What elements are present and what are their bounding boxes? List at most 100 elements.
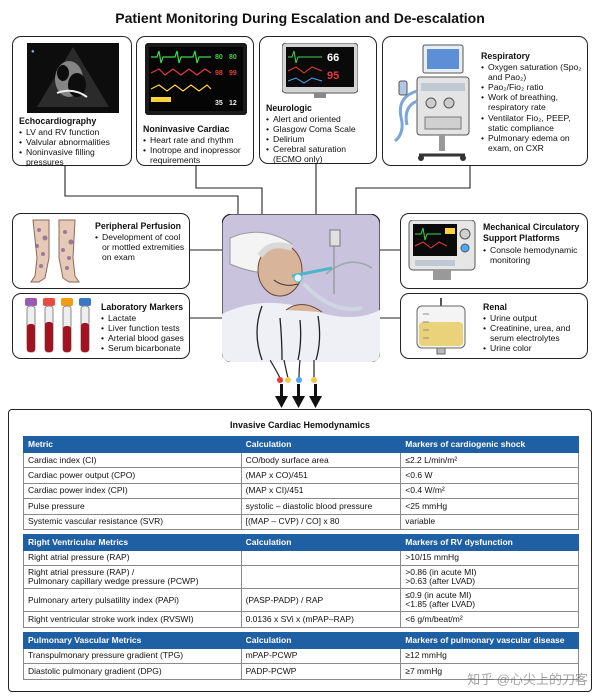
section-gap [23, 627, 579, 633]
monitor-value: 35 [215, 100, 223, 107]
monitor-value: 80 [215, 54, 223, 61]
catheter-lines [270, 360, 317, 383]
resp-item: Pulmonary edema on exam, on CXR [481, 133, 585, 153]
table-header-cell: Metric [23, 436, 242, 453]
table-cell: (MAP x CI)/451 [240, 482, 402, 500]
table-cell: [(MAP – CVP) / CO] x 80 [240, 513, 402, 530]
mcs-title-line2: Support Platforms [483, 233, 560, 244]
table-header-cell: Calculation [240, 436, 402, 453]
arrows [275, 384, 322, 408]
table-cell: <0.4 W/m² [400, 482, 579, 500]
table-cell: Diastolic pulmonary gradient (DPG) [23, 663, 242, 680]
table-cell: Transpulmonary pressure gradient (TPG) [23, 647, 242, 665]
noninvasive-title: Noninvasive Cardiac [143, 124, 230, 134]
mechanical-circulatory-support-card: Mechanical Circulatory Support Platforms… [400, 213, 588, 289]
blood-tubes-icon [25, 298, 91, 353]
monitor-value: 12 [229, 100, 237, 107]
ventilator-icon [393, 44, 470, 161]
monitor-value: 98 [215, 70, 223, 77]
neuro-monitor-icon: 66 95 [282, 43, 358, 98]
respiratory-card: Respiratory Oxygen saturation (Spo₂ and … [382, 36, 588, 166]
page-title: Patient Monitoring During Escalation and… [115, 10, 485, 26]
lab-item: Liver function tests [101, 323, 189, 333]
neuro-item: Alert and oriented [266, 114, 376, 124]
svg-text:●: ● [31, 49, 35, 55]
table-row: Right atrial pressure (RAP)>10/15 mmHg [23, 549, 579, 567]
table-header-cell: Pulmonary Vascular Metrics [23, 631, 242, 649]
table-row: Pulmonary artery pulsatility index (PAPi… [23, 588, 579, 613]
echocardiography-card: ● Echocardiography LV and RV function Va… [12, 36, 132, 167]
table-cell: Cardiac index (CI) [23, 451, 242, 469]
table-row: Right ventricular stroke work index (RVS… [23, 611, 579, 628]
table-cell: Pulmonary artery pulsatility index (PAPi… [23, 588, 242, 613]
table-cell: ≥12 mmHg [400, 647, 579, 665]
table-cell: ≥7 mmHg [400, 663, 579, 680]
table-header-cell: Markers of RV dysfunction [400, 533, 579, 551]
table-header-cell: Calculation [240, 631, 402, 649]
lab-title: Laboratory Markers [101, 302, 184, 312]
renal-title: Renal [483, 302, 507, 312]
neuro-item: Glasgow Coma Scale [266, 124, 376, 134]
mcs-title-line1: Mechanical Circulatory [483, 222, 580, 232]
lab-item: Serum bicarbonate [101, 343, 189, 353]
table-row: Systemic vascular resistance (SVR)[(MAP … [23, 513, 579, 530]
table-row: Cardiac index (CI)CO/body surface area≤2… [23, 451, 579, 469]
renal-item: Creatinine, urea, and serum electrolytes [483, 323, 587, 343]
watermark: 知乎 @心尖上的刀客 [467, 672, 588, 687]
table-cell: systolic – diastolic blood pressure [240, 498, 402, 515]
console-icon [408, 220, 476, 280]
neuro-title: Neurologic [266, 103, 312, 113]
table-row: Right atrial pressure (RAP) / Pulmonary … [23, 565, 579, 590]
renal-item: Urine output [483, 313, 587, 323]
table-cell: CO/body surface area [240, 451, 402, 469]
echo-item: Noninvasive filling pressures [19, 147, 131, 167]
urine-bag-icon [416, 298, 466, 355]
table-cell: Cardiac power index (CPI) [23, 482, 242, 500]
neuro-monitor-value: 95 [327, 70, 339, 82]
neuro-item: Delirium [266, 134, 376, 144]
perfusion-title: Peripheral Perfusion [95, 221, 182, 231]
resp-item: Pao₂/Fio₂ ratio [481, 82, 585, 92]
table-header-cell: Calculation [240, 533, 402, 551]
table-row: Cardiac power output (CPO)(MAP x CO)/451… [23, 467, 579, 484]
monitor-value: 80 [229, 54, 237, 61]
neurologic-card: 66 95 Neurologic Alert and oriented Glas… [259, 36, 377, 164]
lab-item: Arterial blood gases [101, 333, 189, 343]
table-cell: Right ventricular stroke work index (RVS… [23, 611, 242, 628]
noninvasive-item: Heart rate and rhythm [143, 135, 253, 145]
renal-item: Urine color [483, 343, 587, 353]
echo-item: Valvular abnormalities [19, 137, 131, 147]
renal-card: Renal Urine output Creatinine, urea, and… [400, 293, 588, 359]
peripheral-perfusion-card: Peripheral Perfusion Development of cool… [12, 213, 190, 289]
laboratory-markers-card: Laboratory Markers Lactate Liver functio… [12, 293, 190, 359]
table-row: Diastolic pulmonary gradient (DPG)PADP-P… [23, 663, 579, 680]
table-cell: <0.6 W [400, 467, 579, 484]
table-row: Transpulmonary pressure gradient (TPG)mP… [23, 647, 579, 665]
resp-item: Oxygen saturation (Spo₂ and Pao₂) [481, 62, 585, 82]
cardiac-monitor-icon: 80 80 98 99 35 12 [145, 43, 247, 115]
resp-item: Work of breathing, respiratory rate [481, 92, 585, 112]
table-cell [240, 565, 402, 590]
table-cell: Right atrial pressure (RAP) [23, 549, 242, 567]
neuro-monitor-value: 66 [327, 52, 339, 64]
noninvasive-item: Inotrope and inopressor requirements [143, 145, 253, 165]
table-row: Cardiac power index (CPI)(MAP x CI)/451<… [23, 482, 579, 500]
table-cell: mPAP-PCWP [240, 647, 402, 665]
neuro-item: Cerebral saturation (ECMO only) [266, 144, 376, 164]
monitor-value: 99 [229, 70, 237, 77]
table-cell: PADP-PCWP [240, 663, 402, 680]
table-cell: variable [400, 513, 579, 530]
table-header-cell: Right Ventricular Metrics [23, 533, 242, 551]
table-cell: Pulse pressure [23, 498, 242, 515]
perfusion-item: Development of cool or mottled extremiti… [95, 232, 187, 262]
table-cell: (MAP x CO)/451 [240, 467, 402, 484]
echo-item: LV and RV function [19, 127, 131, 137]
table-cell [240, 549, 402, 567]
resp-item: Ventilator Fio₂, PEEP, static compliance [481, 113, 585, 133]
table-cell: 0.0136 x SVi x (mPAP–RAP) [240, 611, 402, 628]
